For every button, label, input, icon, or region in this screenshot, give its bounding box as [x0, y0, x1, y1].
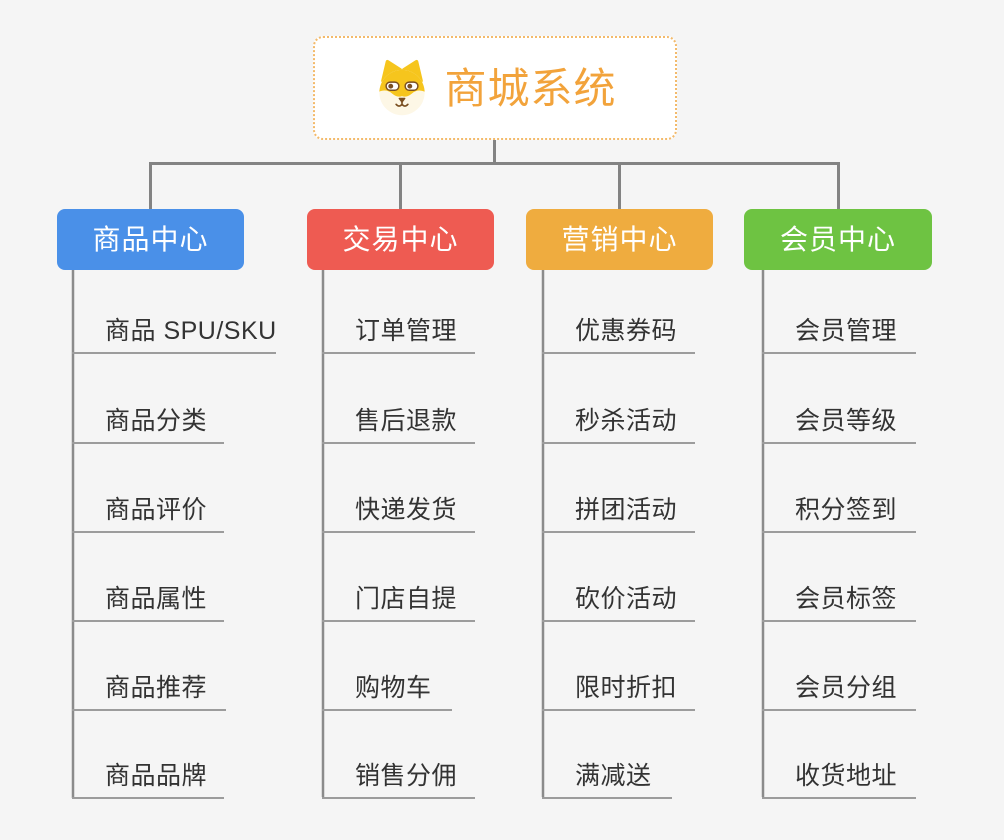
root-node-label: 商城系统 [444, 65, 617, 112]
child-topic[interactable]: 积分签到 [762, 487, 916, 533]
child-topic[interactable]: 会员等级 [762, 398, 916, 444]
child-topic[interactable]: 拼团活动 [542, 487, 695, 533]
child-topic[interactable]: 快递发货 [322, 487, 475, 533]
dog-face-icon [379, 59, 426, 116]
child-topic[interactable]: 砍价活动 [542, 576, 695, 622]
child-topic[interactable]: 商品属性 [72, 576, 224, 622]
child-topic[interactable]: 商品评价 [72, 487, 224, 533]
root-node-mall-system[interactable]: 商城系统 [313, 36, 677, 140]
child-topic[interactable]: 限时折扣 [542, 665, 695, 711]
tree-connector [149, 139, 840, 210]
branch-node-member-center[interactable]: 会员中心 [744, 209, 932, 270]
child-topic[interactable]: 门店自提 [322, 576, 475, 622]
child-topic[interactable]: 商品推荐 [72, 665, 226, 711]
child-topic[interactable]: 购物车 [322, 665, 452, 711]
child-topic[interactable]: 商品分类 [72, 398, 224, 444]
child-topic[interactable]: 会员标签 [762, 576, 916, 622]
child-topic[interactable]: 秒杀活动 [542, 398, 695, 444]
branch-node-marketing-center[interactable]: 营销中心 [526, 209, 713, 270]
child-topic[interactable]: 售后退款 [322, 398, 475, 444]
child-topic[interactable]: 销售分佣 [322, 753, 475, 799]
child-topic[interactable]: 收货地址 [762, 753, 916, 799]
branch-node-trade-center[interactable]: 交易中心 [307, 209, 494, 270]
child-topic[interactable]: 会员管理 [762, 308, 916, 354]
child-topic[interactable]: 订单管理 [322, 308, 475, 354]
child-topic[interactable]: 满减送 [542, 753, 672, 799]
child-topic[interactable]: 商品 SPU/SKU [72, 308, 276, 354]
child-topic[interactable]: 商品品牌 [72, 753, 224, 799]
child-topic[interactable]: 优惠券码 [542, 308, 695, 354]
child-topic[interactable]: 会员分组 [762, 665, 916, 711]
branch-node-product-center[interactable]: 商品中心 [57, 209, 244, 270]
